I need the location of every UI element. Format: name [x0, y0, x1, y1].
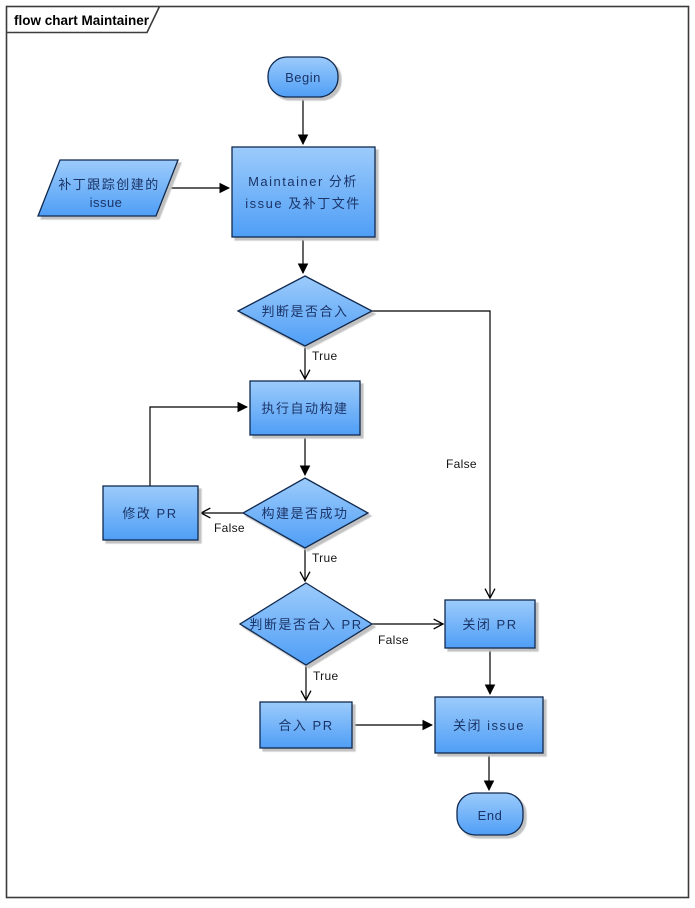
node-close-pr: 关闭 PR	[444, 599, 536, 649]
modify-pr-process-shape	[102, 485, 199, 541]
label-decide-merge-true: True	[312, 349, 337, 363]
build-success-label: 构建是否成功	[261, 506, 348, 521]
diagram-title: flow chart Maintainer	[14, 13, 150, 28]
patch-issue-parallelogram-shape	[37, 159, 179, 217]
merge-pr-label: 合入 PR	[278, 718, 333, 733]
label-decide-merge-pr-true: True	[313, 669, 338, 683]
label-build-success-true: True	[312, 551, 337, 565]
node-decide-merge-pr: 判断是否合入 PR	[238, 582, 374, 666]
edge-decide-merge-false-to-close-pr	[372, 310, 496, 600]
close-pr-label: 关闭 PR	[462, 617, 517, 632]
end-terminator-shape	[456, 792, 524, 836]
frame-border	[5, 5, 690, 899]
decide-merge-pr-label: 判断是否合入 PR	[249, 617, 362, 632]
node-decide-merge: 判断是否合入	[236, 275, 374, 347]
close-pr-process-shape	[444, 599, 536, 649]
maintainer-analysis-label-line2: issue 及补丁文件	[245, 196, 360, 211]
label-decide-merge-false: False	[446, 457, 477, 471]
decide-merge-diamond-shape	[236, 275, 374, 347]
end-label: End	[478, 808, 503, 823]
node-close-issue: 关闭 issue	[434, 696, 544, 754]
node-maintainer-analysis: Maintainer 分析 issue 及补丁文件	[231, 146, 376, 238]
close-issue-label: 关闭 issue	[453, 718, 525, 733]
patch-issue-label-line1: 补丁跟踪创建的	[58, 177, 160, 192]
auto-build-label: 执行自动构建	[261, 401, 348, 416]
merge-pr-process-shape	[259, 701, 353, 749]
node-build-success: 构建是否成功	[241, 477, 370, 549]
auto-build-process-shape	[249, 380, 361, 436]
maintainer-analysis-label-line1: Maintainer 分析	[248, 174, 358, 189]
node-patch-issue-input: 补丁跟踪创建的 issue	[37, 159, 179, 217]
frame-title-tab	[6, 6, 161, 34]
modify-pr-label: 修改 PR	[122, 506, 177, 521]
label-build-success-false: False	[214, 521, 245, 535]
node-begin: Begin	[267, 56, 339, 98]
edge-modify-pr-to-auto-build	[149, 401, 249, 486]
close-issue-process-shape	[434, 696, 544, 754]
node-merge-pr: 合入 PR	[259, 701, 353, 749]
decide-merge-label: 判断是否合入	[261, 304, 348, 319]
maintainer-analysis-process-shape	[231, 146, 376, 238]
node-auto-build: 执行自动构建	[249, 380, 361, 436]
node-modify-pr: 修改 PR	[102, 485, 199, 541]
begin-terminator-shape	[267, 56, 339, 98]
patch-issue-label-line2: issue	[90, 195, 123, 210]
decide-merge-pr-diamond-shape	[238, 582, 374, 666]
label-decide-merge-pr-false: False	[378, 633, 409, 647]
begin-label: Begin	[285, 70, 321, 85]
node-end: End	[456, 792, 524, 836]
build-success-diamond-shape	[241, 477, 370, 549]
